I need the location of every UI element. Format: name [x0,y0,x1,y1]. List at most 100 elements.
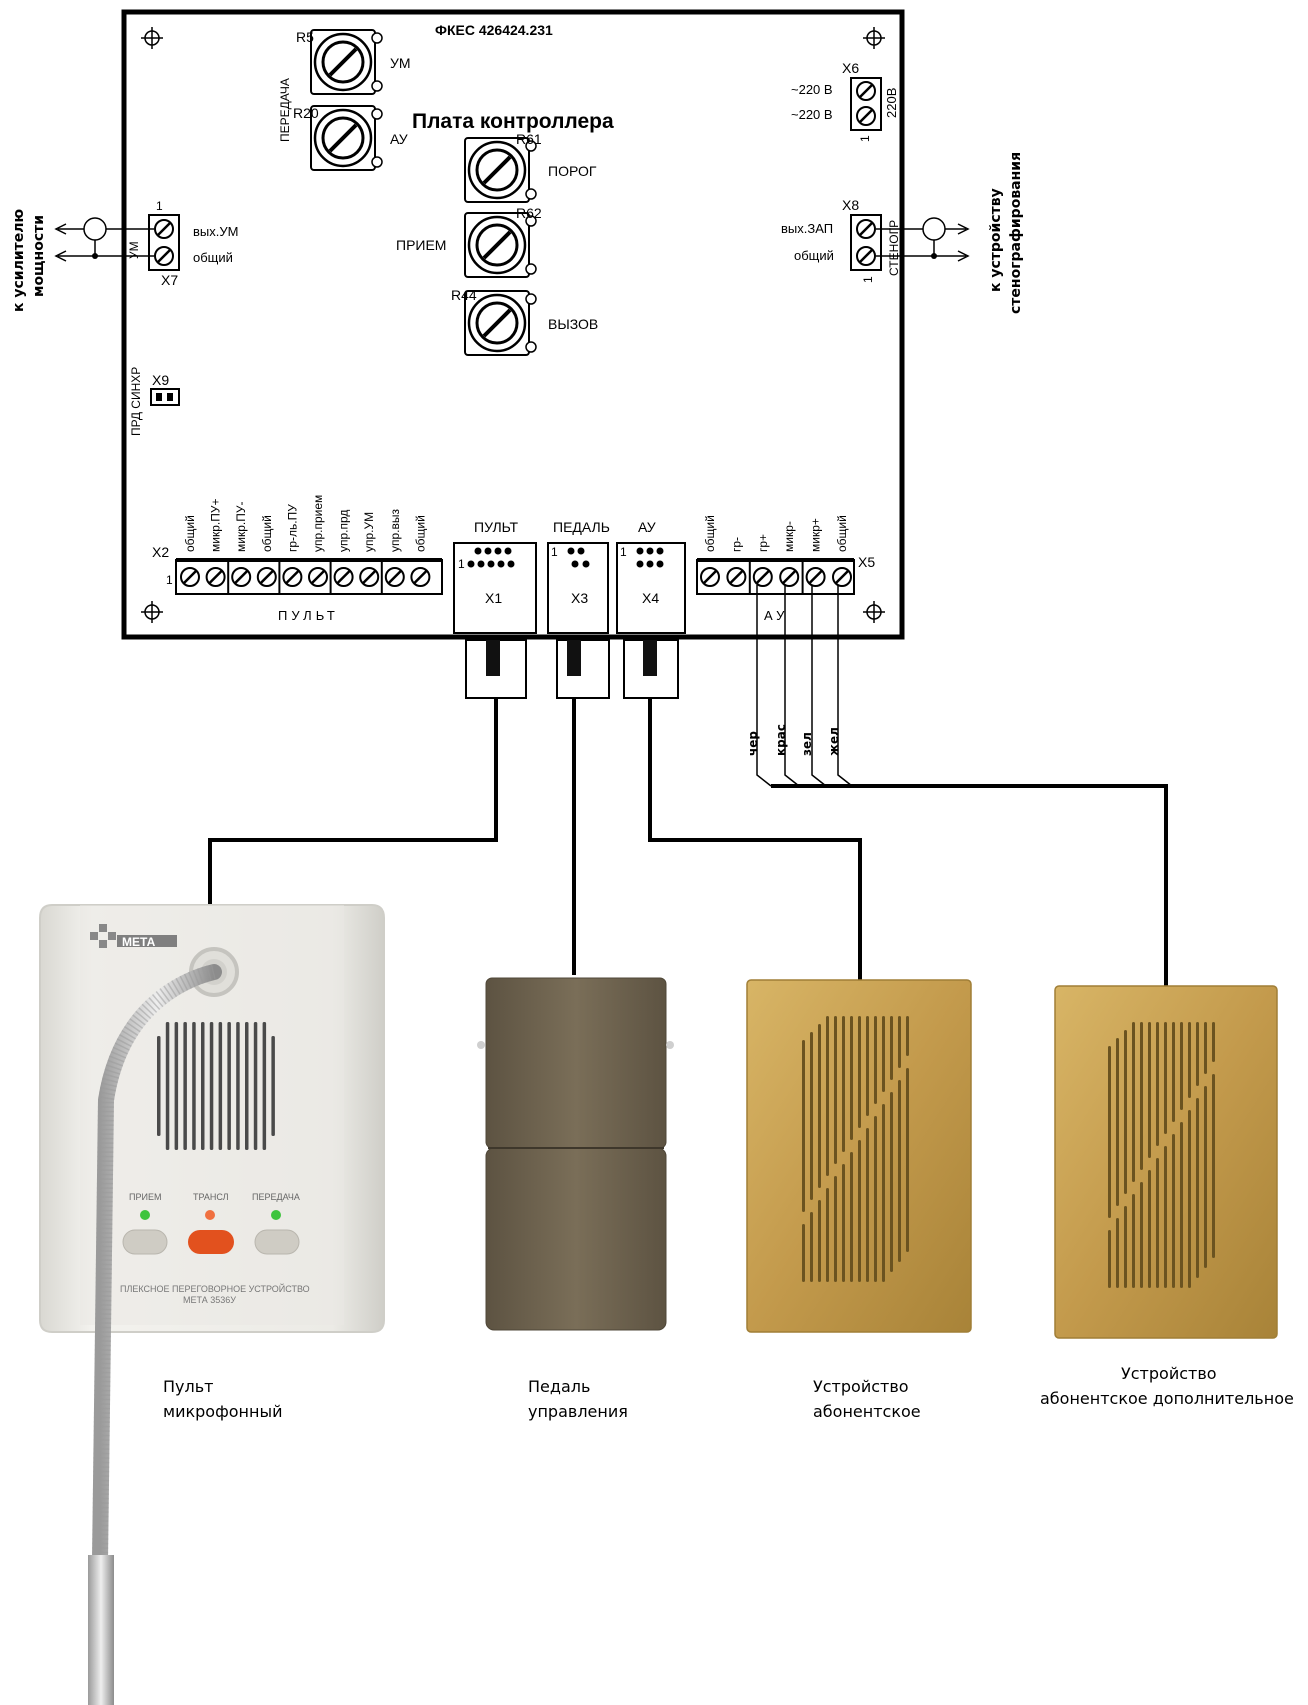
svg-text:абонентское: абонентское [813,1402,921,1421]
button-transmit[interactable] [254,1229,300,1255]
plug-x4 [623,639,679,699]
caption-subscriber: Устройство абонентское [813,1377,921,1421]
led-receive [140,1210,150,1220]
svg-text:абонентское дополнительное: абонентское дополнительное [1040,1389,1294,1408]
svg-text:R62: R62 [516,205,542,221]
x5-screw[interactable] [805,566,826,588]
plug-x1 [465,639,527,699]
x5-screw[interactable] [778,566,800,588]
svg-text:1: 1 [166,573,173,587]
doc-number: ФКЕС 426424.231 [435,22,553,38]
svg-text:крас: крас [774,724,788,756]
x5-screw[interactable] [831,566,853,588]
grille-slot [183,1022,187,1150]
svg-text:~220 В: ~220 В [791,107,833,122]
caption-pedal: Педаль управления [528,1377,628,1421]
slot [1212,1074,1215,1258]
svg-text:ПУЛЬТ: ПУЛЬТ [474,519,518,535]
plug-x3 [556,639,610,699]
slot [850,1152,853,1282]
led-broadcast [205,1210,215,1220]
svg-text:ПРИЕМ: ПРИЕМ [129,1192,161,1202]
x5-screw[interactable] [726,566,747,588]
cable-power-amplifier [54,217,154,262]
svg-text:1: 1 [458,557,465,571]
slot [1124,1206,1127,1288]
svg-text:X4: X4 [642,590,659,606]
svg-text:R61: R61 [516,131,542,147]
indicator-labels: ПРИЕМ ТРАНСЛ ПЕРЕДАЧА [129,1192,300,1202]
jumper-x9[interactable]: X9 ПРД СИНХР [129,367,180,436]
svg-text:чер: чер [746,731,760,756]
svg-text:МЕТА: МЕТА [122,935,156,949]
connector-x6[interactable]: X6 ~220 В ~220 В 1 220В [791,60,899,142]
slot [1172,1134,1175,1288]
subscriber-extra-slots [1108,1022,1215,1288]
slot [890,1016,893,1080]
slot [1196,1022,1199,1086]
button-receive[interactable] [122,1229,168,1255]
slot [1204,1086,1207,1268]
slot [850,1016,853,1140]
x5-screw[interactable] [699,566,721,588]
slot [906,1068,909,1252]
svg-text:Пульт: Пульт [163,1377,213,1396]
terminal-block-x5[interactable]: X5 АУ [696,554,875,623]
grille-slot [218,1022,223,1150]
slot [1156,1022,1159,1146]
socket-x3[interactable]: ПЕДАЛЬ X3 1 [547,519,610,634]
slot [858,1140,861,1282]
x5-screw[interactable] [752,566,774,588]
slot [1204,1022,1207,1074]
trimmer-r5[interactable]: R5 УМ [296,28,411,96]
socket-x4[interactable]: АУ X4 1 [616,519,686,634]
x2-screw[interactable] [230,566,252,588]
x2-pin-label: общий [183,515,197,552]
x2-screw[interactable] [205,566,226,588]
slot [906,1016,909,1056]
x2-screw[interactable] [256,566,278,588]
trimmer-group-label: ПЕРЕДАЧА [278,78,292,142]
slot [1108,1046,1111,1218]
svg-text:общий: общий [193,250,233,265]
x2-screw[interactable] [307,566,329,588]
slot [1132,1022,1135,1182]
connector-x8[interactable]: X8 вых.ЗАП общий 1 СТЕНОГР [781,197,901,283]
x2-pin-label: микр.ПУ- [234,502,248,552]
svg-text:X5: X5 [858,554,875,570]
x2-pin-label: гр-ль.ПУ [285,504,299,552]
x2-screw[interactable] [179,566,201,588]
x2-screw[interactable] [333,566,354,588]
x2-screw[interactable] [358,566,380,588]
connector-x7[interactable]: X7 вых.УМ общий 1 УМ [127,199,238,288]
slot [1180,1022,1183,1110]
trimmer-r44[interactable]: R44 ВЫЗОВ [451,287,598,357]
svg-text:СТЕНОГР: СТЕНОГР [887,220,901,276]
svg-text:ПЕДАЛЬ: ПЕДАЛЬ [553,519,610,535]
svg-text:ПУЛЬТ: ПУЛЬТ [278,608,339,623]
trimmer-r61[interactable]: R61 ПОРОГ [463,131,597,204]
slot [1108,1230,1111,1288]
svg-text:ПРД СИНХР: ПРД СИНХР [129,367,143,436]
led-transmit [271,1210,281,1220]
x2-screw[interactable] [282,566,303,588]
x2-pin-label: упр.прием [311,495,325,552]
x2-screw[interactable] [384,566,406,588]
trimmer-r62[interactable]: R62 ПРИЕМ [396,205,542,279]
x2-screw[interactable] [410,566,431,588]
grille-slot [227,1022,231,1150]
slot [802,1224,805,1282]
slot [1164,1146,1167,1288]
slot [890,1092,893,1272]
svg-text:1: 1 [156,199,163,213]
socket-x1[interactable]: ПУЛЬТ X1 1 [453,519,537,634]
trimmer-r20[interactable]: R20 АУ [293,104,408,172]
button-broadcast[interactable] [188,1230,234,1254]
svg-text:ПОРОГ: ПОРОГ [548,163,597,179]
device-subscriber [746,979,972,1333]
svg-text:вых.ЗАП: вых.ЗАП [781,221,833,236]
svg-text:~220 В: ~220 В [791,82,833,97]
x5-pin-label: микр+ [809,518,823,552]
device-microphone-console: МЕТА ПРИЕМ ТРАНСЛ ПЕРЕДАЧА ПЛЕКСНОЕ ПЕРЕ… [39,904,385,1705]
